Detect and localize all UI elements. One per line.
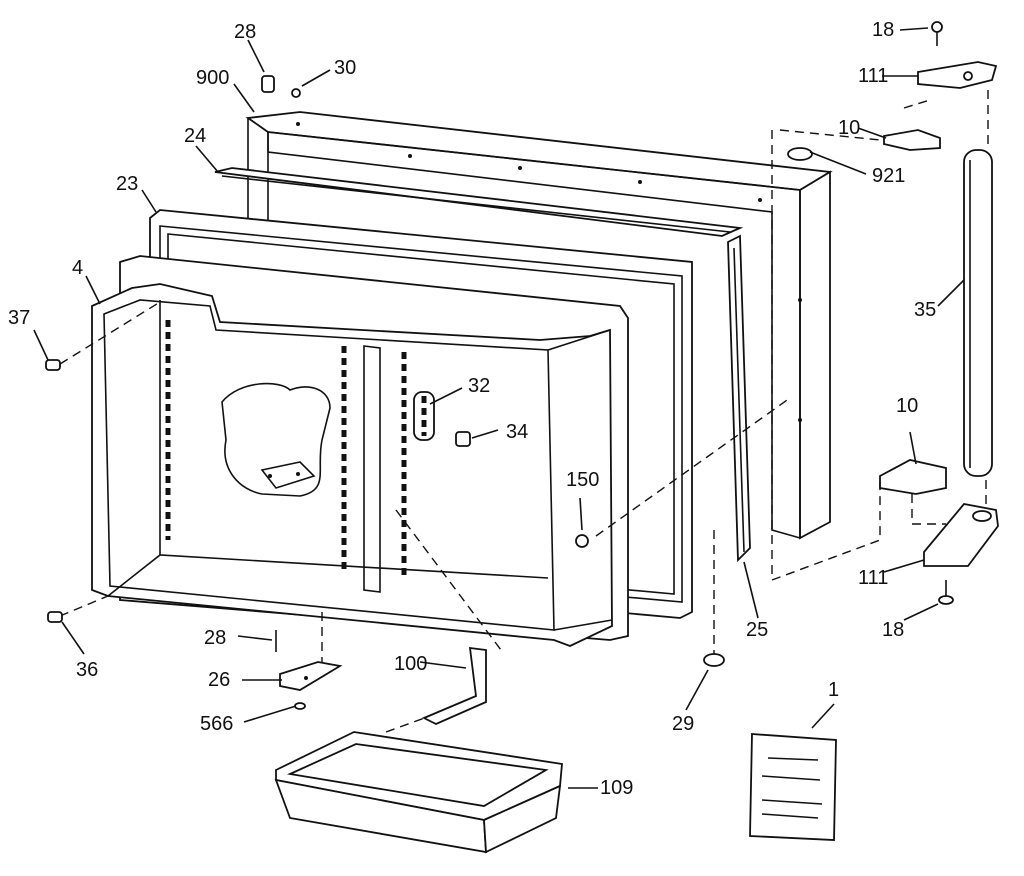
label-part-36: 36: [76, 659, 98, 681]
inner-door-liner: [91, 255, 629, 647]
label-part-28-top: 28: [234, 21, 256, 43]
label-part-111-bottom: 111: [858, 567, 888, 589]
upper-bracket-10: [883, 129, 941, 151]
shelf-bracket-32: [413, 391, 435, 441]
top-gasket-strip: [214, 167, 744, 237]
label-part-34: 34: [506, 421, 528, 443]
label-part-1: 1: [828, 679, 839, 701]
plug-921: [787, 147, 813, 161]
label-part-24: 24: [184, 125, 206, 147]
owners-manual-1: [749, 733, 837, 841]
screw-30: [291, 88, 301, 98]
side-gasket-strip: [727, 234, 751, 563]
outer-door-panel: [245, 111, 833, 540]
label-part-566: 566: [200, 713, 233, 735]
plug-36: [47, 611, 63, 623]
foot-29: [703, 653, 725, 667]
screw-18-bottom: [938, 580, 954, 605]
bracket-100: [421, 646, 487, 725]
label-part-23: 23: [116, 173, 138, 195]
bracket-26: [279, 661, 343, 691]
lower-hinge-111: [923, 503, 999, 567]
label-part-30: 30: [334, 57, 356, 79]
lower-bracket-10: [879, 459, 947, 495]
shelf-stud-34: [455, 431, 471, 447]
label-part-10-bottom: 10: [896, 395, 918, 417]
leader-lines: [33, 27, 965, 789]
tray-109: [274, 731, 563, 854]
label-part-18-top: 18: [872, 19, 894, 41]
label-part-32: 32: [468, 375, 490, 397]
label-part-25: 25: [746, 619, 768, 641]
hinge-rod-35: [963, 149, 993, 477]
label-part-109: 109: [600, 777, 633, 799]
label-part-150: 150: [566, 469, 599, 491]
plug-28-top: [261, 75, 275, 93]
upper-hinge-111: [917, 61, 998, 89]
label-part-26: 26: [208, 669, 230, 691]
screw-566: [294, 702, 306, 710]
screw-18-top: [931, 21, 943, 46]
label-part-35: 35: [914, 299, 936, 321]
label-part-10-top: 10: [838, 117, 860, 139]
label-part-28-bottom: 28: [204, 627, 226, 649]
label-part-111-top: 111: [858, 65, 888, 87]
label-part-900: 900: [196, 67, 229, 89]
label-part-921: 921: [872, 165, 905, 187]
label-part-18-bottom: 18: [882, 619, 904, 641]
label-part-4: 4: [72, 257, 83, 279]
plug-37: [45, 359, 61, 371]
nut-150: [575, 534, 589, 548]
label-part-29: 29: [672, 713, 694, 735]
label-part-100: 100: [394, 653, 427, 675]
label-part-37: 37: [8, 307, 30, 329]
